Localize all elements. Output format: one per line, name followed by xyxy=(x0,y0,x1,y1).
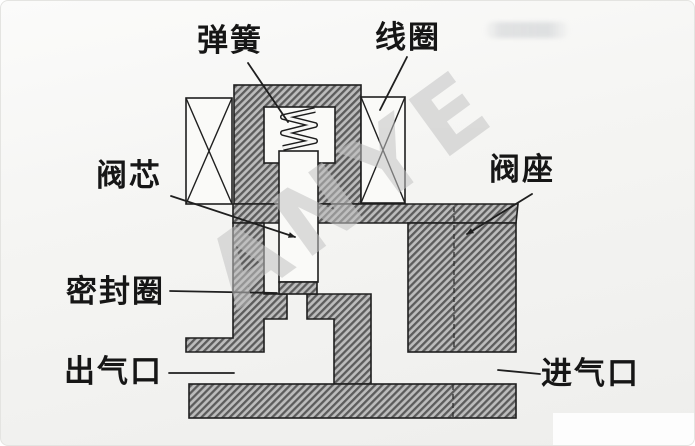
leader-valve-core xyxy=(170,195,296,238)
valve-seat-block xyxy=(407,222,517,353)
right-coil-x-icon xyxy=(360,96,406,204)
leader-coil xyxy=(379,56,408,111)
scan-white-patch xyxy=(553,413,694,445)
left-coil-x-icon xyxy=(185,97,233,205)
label-coil: 线圈 xyxy=(375,20,441,55)
spring-coils xyxy=(280,107,318,151)
mounting-plate xyxy=(232,203,519,224)
leader-spring xyxy=(247,62,289,123)
leader-gas-inlet xyxy=(497,369,541,375)
label-valve-core: 阀芯 xyxy=(96,158,162,193)
label-spring: 弹簧 xyxy=(197,23,263,58)
left-coil-box xyxy=(185,97,233,205)
faint-watermark-smudge xyxy=(484,22,570,38)
seal-ring-shape xyxy=(278,281,318,295)
label-gas-outlet: 出气口 xyxy=(64,354,163,389)
right-wall-block xyxy=(306,293,372,385)
label-valve-seat: 阀座 xyxy=(489,152,555,187)
base-plate xyxy=(188,383,517,419)
left-body-block xyxy=(185,222,288,353)
label-gas-inlet: 进气口 xyxy=(541,356,640,391)
leader-valve-seat xyxy=(466,193,533,235)
leader-seal-ring xyxy=(169,290,278,294)
right-coil-box xyxy=(360,96,406,204)
plunger-valve-core xyxy=(278,150,319,283)
label-seal-ring: 密封圈 xyxy=(66,274,165,309)
